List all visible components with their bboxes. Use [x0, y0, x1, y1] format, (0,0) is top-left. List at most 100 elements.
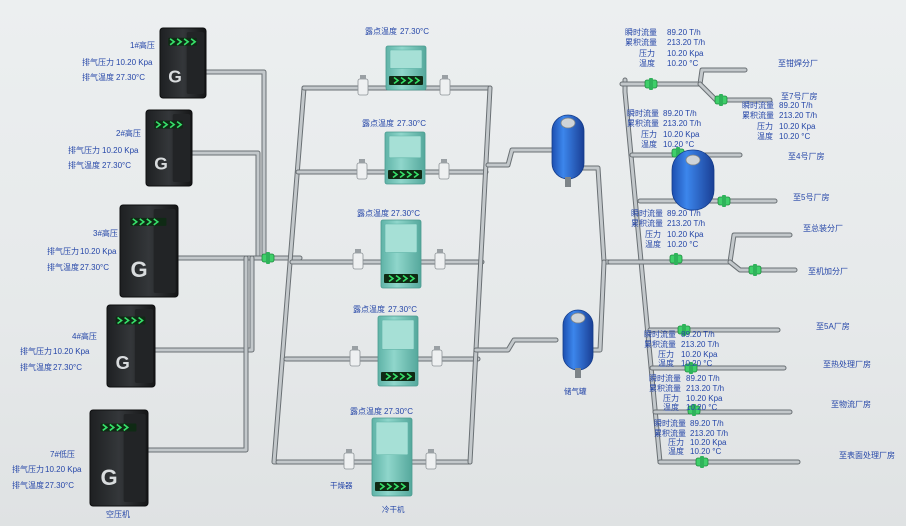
- tank-leg: [565, 177, 571, 187]
- arrow-icon: [102, 423, 109, 432]
- meter-1-total: 213.20 T/h: [667, 38, 706, 47]
- meter-7-total-label: 累积流量: [654, 429, 686, 438]
- compressor-side-panel-3: [153, 209, 176, 293]
- filter-cap-icon: [346, 449, 352, 453]
- pipe-to-tank-1: [485, 147, 559, 168]
- meter-1-pressure: 10.20 Kpa: [667, 49, 704, 58]
- meter-2-pressure: 10.20 Kpa: [663, 130, 700, 139]
- arrow-icon: [385, 372, 392, 381]
- compressor-2-temp: 27.30°C: [102, 161, 131, 170]
- compressor-1-pressure: 10.20 Kpa: [116, 58, 153, 67]
- dryer-panel-2: [388, 135, 422, 159]
- arrow-icon: [406, 372, 413, 381]
- compressor-arrow-strip-2: [154, 120, 183, 129]
- arrow-icon: [379, 482, 386, 491]
- destination-1[interactable]: 至钳焊分厂: [778, 59, 818, 68]
- destination-8[interactable]: 至热处理厂房: [823, 360, 871, 369]
- tank-gauge-icon: [570, 312, 586, 324]
- compressor-side-panel-5: [123, 414, 146, 502]
- tank-gauge-icon: [685, 154, 701, 166]
- valve-7-flange: [753, 264, 757, 276]
- air-tank-3: [671, 149, 715, 211]
- compressor-logo-icon: G: [130, 257, 147, 282]
- meter-4-flow: 89.20 T/h: [667, 209, 701, 218]
- destination-5[interactable]: 至总装分厂: [803, 224, 843, 233]
- arrow-icon: [392, 170, 399, 179]
- arrow-icon: [153, 218, 160, 226]
- destination-3[interactable]: 至4号厂房: [788, 152, 825, 161]
- meter-1-pressure-label: 压力: [639, 49, 655, 58]
- dryer-4-dew-label: 露点温度: [353, 305, 385, 314]
- meter-6-pressure: 10.20 Kpa: [686, 394, 723, 403]
- arrow-icon: [414, 76, 421, 85]
- meter-1-temp: 10.20 °C: [667, 59, 699, 68]
- dryer-3-dew-label: 露点温度: [357, 209, 389, 218]
- compressor-side-panel-4: [134, 309, 154, 383]
- meter-2-temp-label: 温度: [641, 140, 657, 149]
- valve-1-flange: [266, 252, 270, 264]
- arrow-icon: [176, 121, 183, 129]
- arrow-icon: [392, 372, 399, 381]
- meter-7-pressure: 10.20 Kpa: [690, 438, 727, 447]
- compressor-3-pressure-label: 排气压力: [47, 247, 79, 256]
- destination-6[interactable]: 至机加分厂: [808, 267, 848, 276]
- pipe-to-tank-2-shine: [474, 338, 558, 352]
- compressor-caption: 空压机: [106, 510, 130, 519]
- destination-7[interactable]: 至5A厂房: [816, 322, 850, 331]
- arrow-icon: [155, 121, 162, 129]
- compressor-4-pressure-label: 排气压力: [20, 347, 52, 356]
- compressor-side-panel-2: [172, 114, 191, 182]
- compressor-4-temp-label: 排气温度: [20, 363, 52, 372]
- compressor-3: G: [119, 204, 179, 298]
- meter-2-flow-label: 瞬时流量: [627, 109, 659, 118]
- filter-5-1: [343, 452, 355, 470]
- arrow-icon: [176, 38, 183, 46]
- arrow-icon: [400, 76, 407, 85]
- meter-3-pressure: 10.20 Kpa: [779, 122, 816, 131]
- meter-1-flow: 89.20 T/h: [667, 28, 701, 37]
- compressor-logo-icon: G: [116, 352, 130, 373]
- dryer-3-dew-value: 27.30°C: [391, 209, 420, 218]
- destination-9[interactable]: 至物流厂房: [831, 400, 871, 409]
- meter-1-flow-label: 瞬时流量: [625, 28, 657, 37]
- dryer-panel-3: [384, 223, 418, 253]
- filter-4-1: [349, 349, 361, 367]
- arrow-icon: [183, 38, 190, 46]
- arrow-icon: [409, 274, 416, 283]
- dryer-panel-4: [381, 319, 415, 350]
- filter-caption: 干燥器: [330, 481, 353, 490]
- destination-10[interactable]: 至表面处理厂房: [839, 451, 895, 460]
- meter-1-temp-label: 温度: [639, 59, 655, 68]
- meter-6-total-label: 累积流量: [649, 384, 681, 393]
- filter-cap-icon: [352, 346, 358, 350]
- filter-3-2: [434, 252, 446, 270]
- destination-2[interactable]: 至7号厂房: [781, 92, 818, 101]
- destination-4[interactable]: 至5号厂房: [793, 193, 830, 202]
- pipe-compressor-7-shine: [144, 256, 248, 452]
- arrow-icon: [123, 423, 130, 432]
- arrow-icon: [124, 316, 130, 325]
- compressor-4: G: [106, 304, 156, 388]
- filter-3-1: [352, 252, 364, 270]
- dryer-4-dew-value: 27.30°C: [388, 305, 417, 314]
- arrow-icon: [395, 274, 402, 283]
- arrow-icon: [388, 274, 395, 283]
- filter-2-2: [438, 162, 450, 180]
- meter-6-flow: 89.20 T/h: [686, 374, 720, 383]
- arrow-icon: [393, 482, 400, 491]
- compressor-7-pressure-label: 排气压力: [12, 465, 44, 474]
- compressor-4-name: 4#高压: [72, 332, 97, 341]
- filter-cap-icon: [359, 159, 365, 163]
- meter-2-temp: 10.20 °C: [663, 140, 695, 149]
- arrow-icon: [169, 121, 176, 129]
- dryer-3: [352, 219, 446, 289]
- meter-6-temp-label: 温度: [663, 403, 679, 412]
- compressor-arrow-strip-1: [168, 37, 197, 46]
- compressor-arrow-strip-5: [100, 423, 137, 432]
- meter-2-total-label: 累积流量: [627, 119, 659, 128]
- meter-4-flow-label: 瞬时流量: [631, 209, 663, 218]
- compressor-arrow-strip-4: [115, 316, 146, 325]
- meter-7-total: 213.20 T/h: [690, 429, 729, 438]
- tank-body-3: [671, 149, 715, 211]
